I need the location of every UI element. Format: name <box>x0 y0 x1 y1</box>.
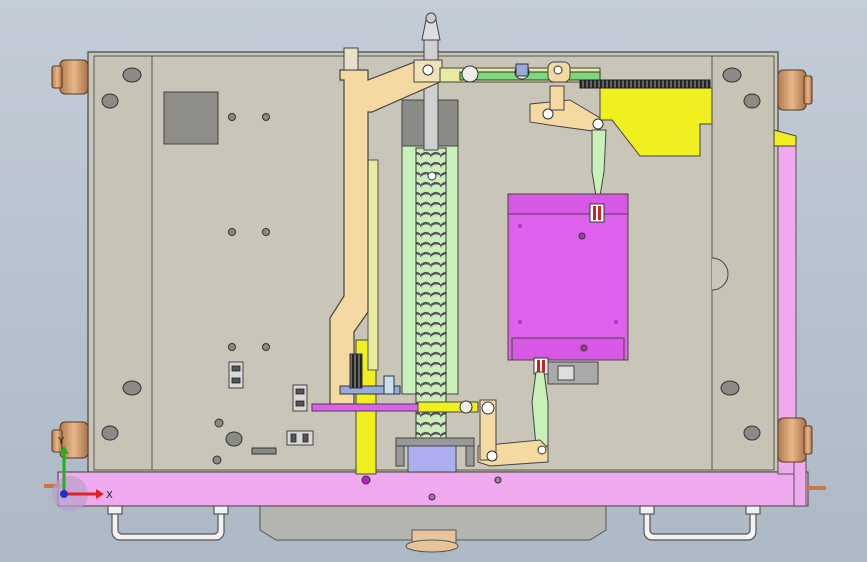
clamp-blocks <box>228 361 314 446</box>
yellow-bracket-right <box>599 87 797 157</box>
base-frame <box>44 139 826 507</box>
carrying-handle-left <box>107 503 229 541</box>
z-axis-dot <box>60 490 68 498</box>
slot <box>251 447 277 455</box>
bottom-tray <box>259 505 607 553</box>
upper-crank <box>529 85 604 133</box>
tan-linkage-lever <box>329 47 443 405</box>
blue-actuator <box>395 437 475 473</box>
top-link-bar <box>439 61 601 83</box>
carrying-handle-right <box>639 503 761 541</box>
closing-spring <box>401 99 459 439</box>
coordinate-triad[interactable]: X Y <box>52 436 113 512</box>
x-axis-label: X <box>106 490 113 501</box>
rack-gear <box>579 79 711 89</box>
lower-crank <box>477 399 549 467</box>
tie-rod <box>311 375 479 414</box>
return-spring <box>349 353 363 389</box>
insulator-copper-bottom-right <box>777 417 813 463</box>
trip-coil <box>507 193 629 385</box>
y-axis-label: Y <box>57 436 65 447</box>
trip-link-lower <box>531 371 549 447</box>
insulator-copper-bottom-left <box>51 421 89 459</box>
mounting-holes <box>101 67 761 465</box>
insulator-copper-top-left <box>51 59 89 95</box>
insulator-copper-top-right <box>777 69 813 111</box>
